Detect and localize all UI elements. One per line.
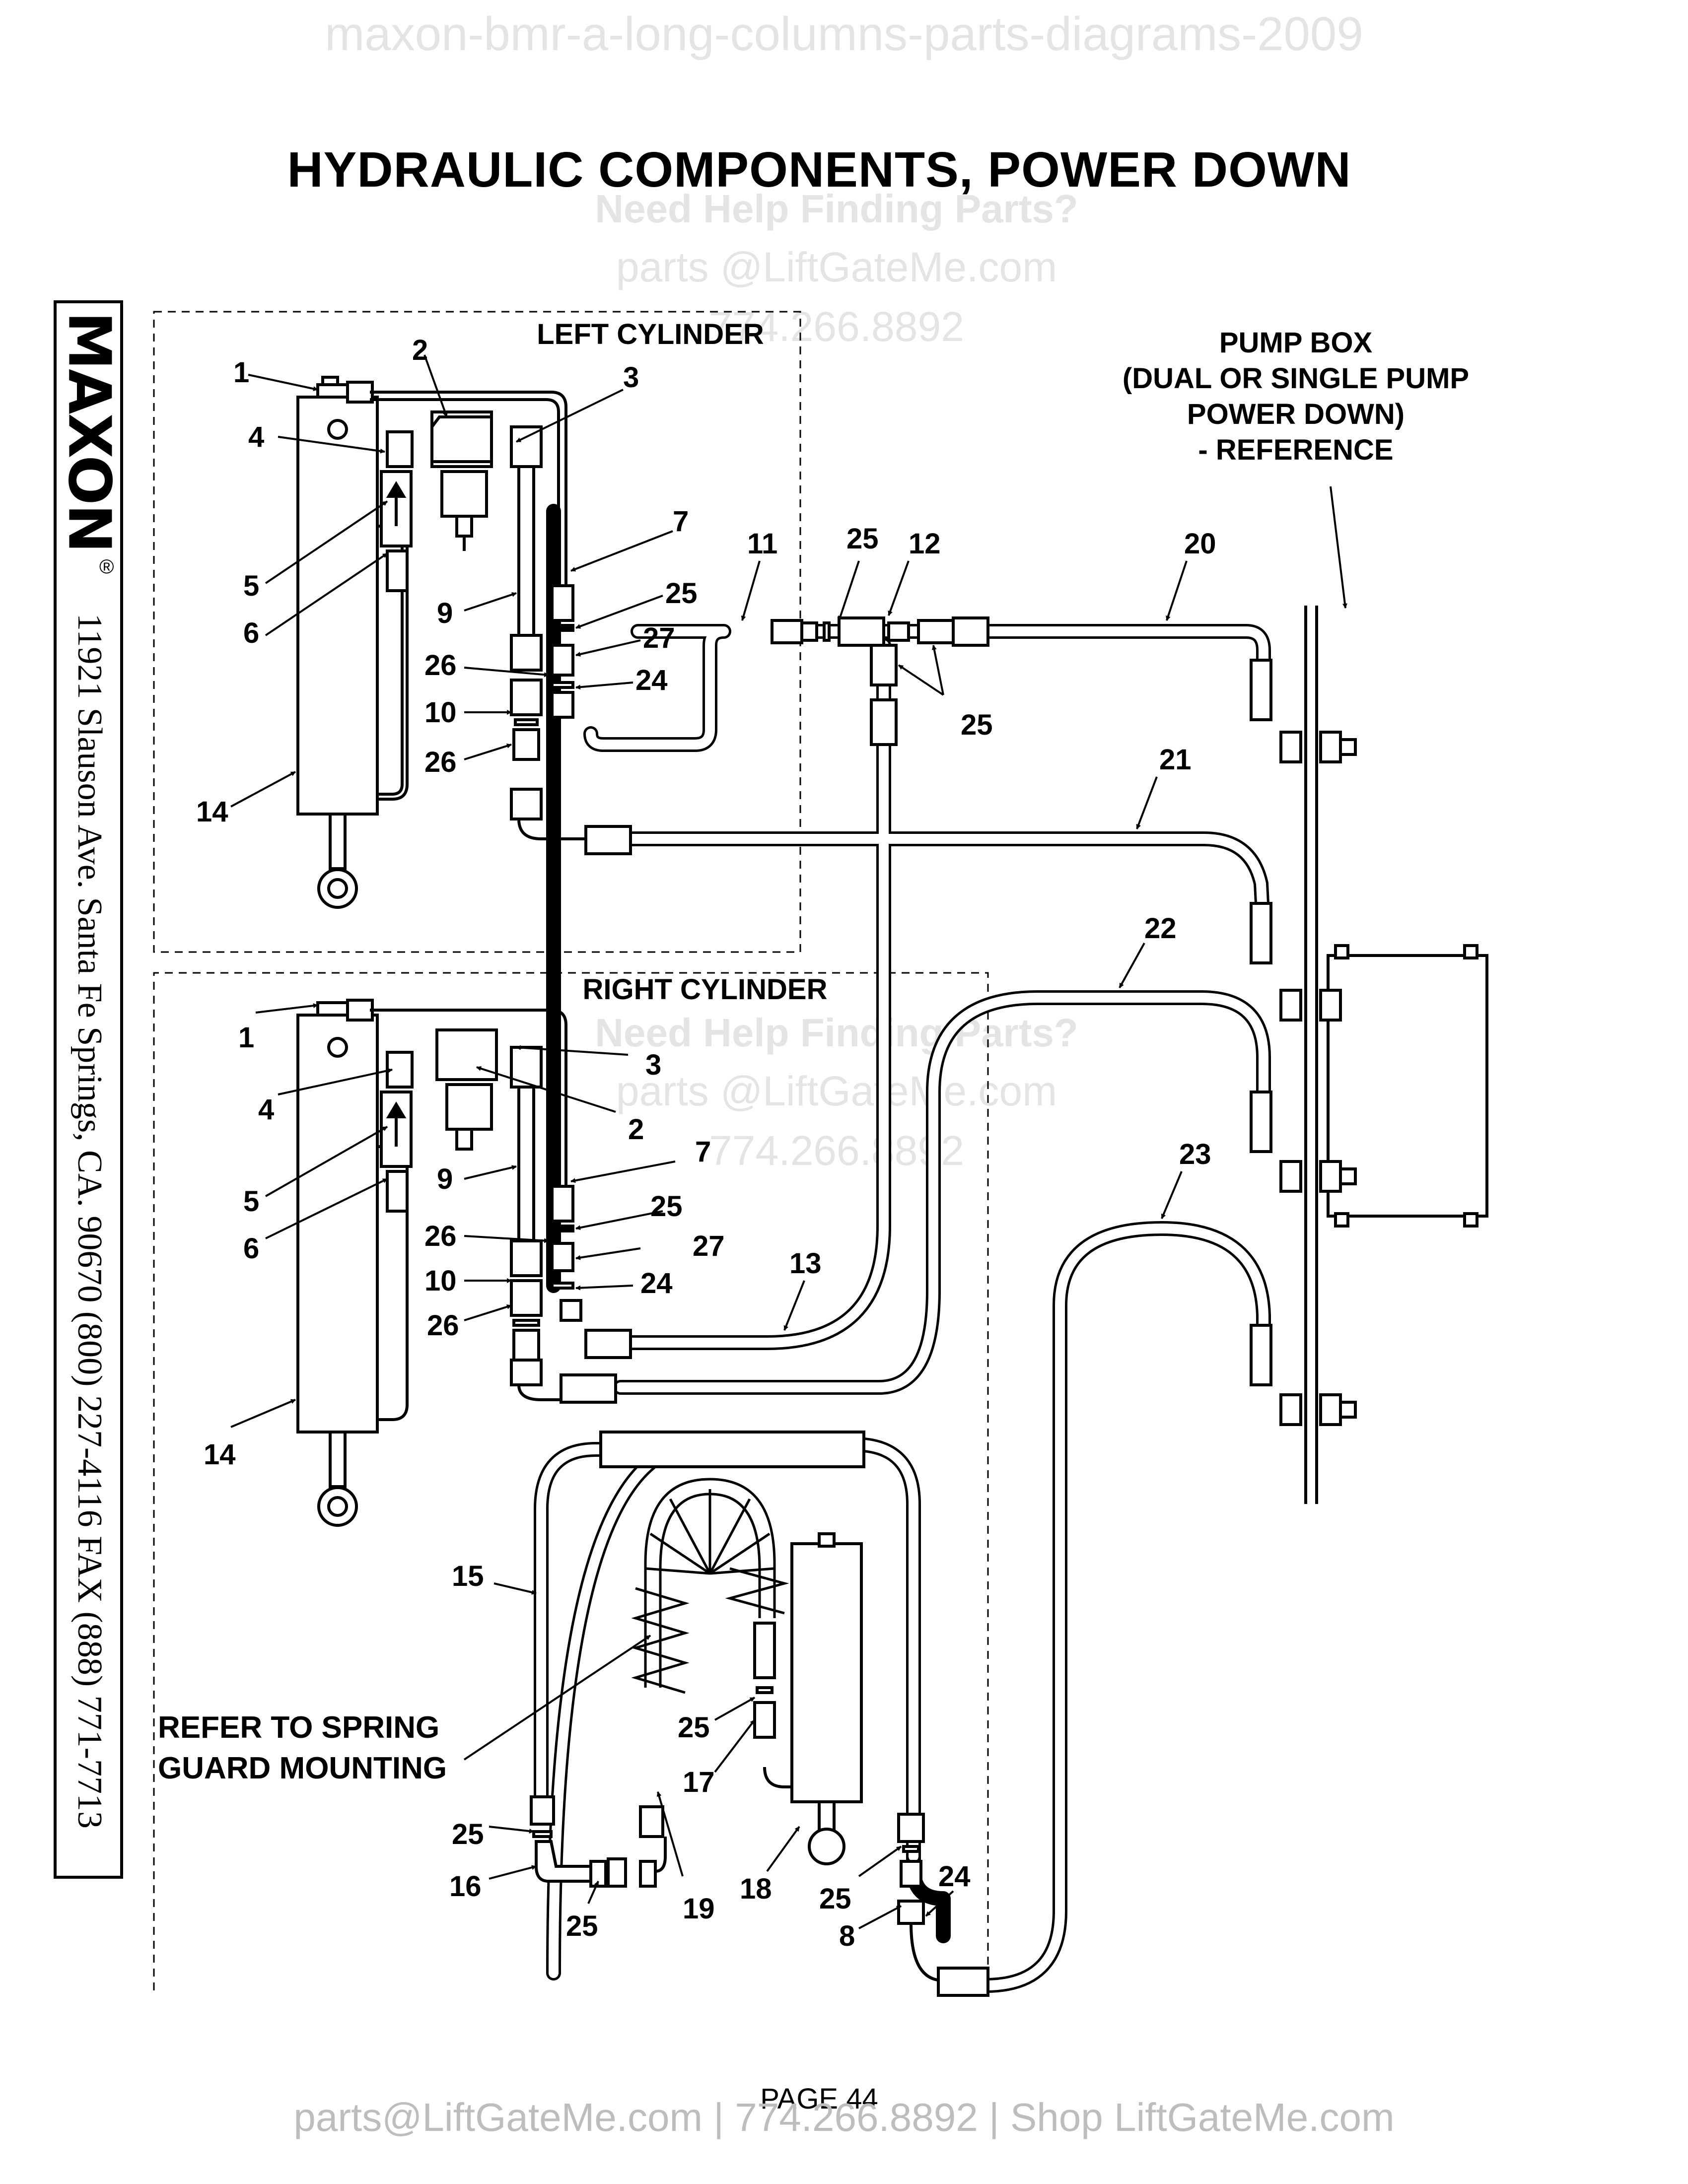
callout-7: 7 — [673, 505, 689, 538]
callout-18: 18 — [740, 1873, 772, 1905]
callout-26: 26 — [424, 1220, 457, 1252]
callout-1: 1 — [238, 1022, 254, 1054]
port-2 — [1279, 989, 1342, 1022]
callout-26: 26 — [427, 1309, 459, 1342]
reservoir-assembly — [753, 1532, 863, 1865]
watermark-email-top: parts @LiftGateMe.com — [616, 244, 1057, 290]
left-cylinder-label: LEFT CYLINDER — [537, 318, 764, 350]
callout-8: 8 — [839, 1920, 855, 1952]
pump-box-line-4: - REFERENCE — [1198, 434, 1394, 466]
callout-25: 25 — [678, 1711, 710, 1744]
callout-25: 25 — [961, 709, 993, 741]
page-number: PAGE 44 — [760, 2083, 878, 2115]
pump-box-label: PUMP BOX (DUAL OR SINGLE PUMP POWER DOWN… — [1117, 325, 1475, 468]
callout-labels: 1 2 3 4 5 6 7 9 25 26 27 10 24 26 14 11 … — [196, 334, 1216, 1952]
callout-4: 4 — [248, 421, 264, 453]
spring-guard-note-line-1: REFER TO SPRING — [158, 1710, 440, 1745]
right-cylinder-frame — [153, 972, 989, 1990]
callout-24: 24 — [635, 664, 668, 696]
watermark-phone-top: 774.266.8892 — [709, 303, 964, 350]
callout-leaders — [230, 354, 1347, 1929]
page-title: HYDRAULIC COMPONENTS, POWER DOWN — [287, 142, 1351, 198]
callout-16: 16 — [449, 1870, 482, 1903]
pump-box — [1250, 606, 1488, 1504]
callout-12: 12 — [909, 528, 941, 560]
pump-box-line-2: (DUAL OR SINGLE PUMP — [1122, 362, 1470, 395]
callout-22: 22 — [1144, 912, 1177, 945]
callout-24: 24 — [640, 1267, 673, 1299]
callout-6: 6 — [243, 1232, 259, 1265]
tee-fitting-12 — [771, 616, 989, 746]
callout-14: 14 — [196, 796, 228, 828]
callout-26: 26 — [424, 746, 457, 778]
callout-25: 25 — [650, 1190, 683, 1223]
hose-network — [546, 504, 1271, 1993]
callout-27: 27 — [643, 622, 675, 654]
callout-25: 25 — [452, 1818, 484, 1850]
callout-6: 6 — [243, 617, 259, 649]
callout-27: 27 — [693, 1230, 725, 1262]
watermark-help-top: Need Help Finding Parts? — [595, 187, 1078, 231]
callout-25: 25 — [566, 1910, 598, 1942]
callout-24: 24 — [938, 1860, 971, 1893]
callout-23: 23 — [1179, 1138, 1211, 1170]
callout-4: 4 — [258, 1093, 274, 1126]
callout-9: 9 — [437, 597, 453, 629]
callout-1: 1 — [233, 356, 249, 389]
port-4 — [1279, 1393, 1357, 1426]
spring-guard — [631, 1478, 789, 1694]
pump-box-line-1: PUMP BOX — [1219, 327, 1373, 359]
right-cylinder-body — [296, 1014, 379, 1433]
callout-26: 26 — [424, 649, 457, 682]
callout-13: 13 — [789, 1247, 822, 1280]
callout-25: 25 — [819, 1883, 851, 1915]
reservoir-body — [790, 1542, 863, 1803]
callout-7: 7 — [695, 1136, 711, 1168]
watermark-email-mid: parts @LiftGateMe.com — [616, 1068, 1057, 1114]
watermark-title: maxon-bmr-a-long-columns-parts-diagrams-… — [325, 7, 1363, 61]
registered-mark: ® — [99, 556, 114, 578]
footer-contact: parts@LiftGateMe.com | 774.266.8892 | Sh… — [293, 2095, 1395, 2139]
callout-17: 17 — [683, 1766, 715, 1798]
port-3 — [1279, 1160, 1357, 1193]
spring-guard-note-line-2: GUARD MOUNTING — [158, 1751, 447, 1785]
callout-5: 5 — [243, 570, 259, 602]
callout-10: 10 — [424, 696, 457, 729]
sidebar-frame — [54, 300, 123, 1879]
callout-11: 11 — [747, 528, 777, 560]
left-cylinder-assembly — [296, 376, 632, 909]
callout-20: 20 — [1184, 528, 1216, 560]
callout-15: 15 — [452, 1560, 484, 1592]
port-1 — [1279, 731, 1357, 763]
callout-2: 2 — [628, 1113, 644, 1146]
callout-25: 25 — [846, 523, 879, 555]
right-cylinder-label: RIGHT CYLINDER — [582, 973, 828, 1006]
callout-2: 2 — [412, 334, 428, 366]
pump-box-line-3: POWER DOWN) — [1187, 398, 1405, 430]
callout-3: 3 — [645, 1049, 661, 1081]
watermark-help-mid: Need Help Finding Parts? — [595, 1011, 1078, 1055]
callout-10: 10 — [424, 1265, 457, 1297]
callout-5: 5 — [243, 1185, 259, 1218]
watermark-phone-mid: 774.266.8892 — [709, 1127, 964, 1174]
callout-9: 9 — [437, 1163, 453, 1195]
callout-3: 3 — [623, 361, 639, 394]
right-cylinder-assembly — [296, 999, 632, 1527]
callout-19: 19 — [683, 1893, 715, 1925]
hose-15 — [534, 1431, 865, 1812]
bottom-fittings — [530, 1795, 989, 1997]
callout-21: 21 — [1159, 744, 1192, 776]
spring-guard-note: REFER TO SPRING GUARD MOUNTING — [158, 1707, 447, 1789]
callout-14: 14 — [204, 1438, 236, 1471]
callout-25: 25 — [665, 577, 698, 610]
